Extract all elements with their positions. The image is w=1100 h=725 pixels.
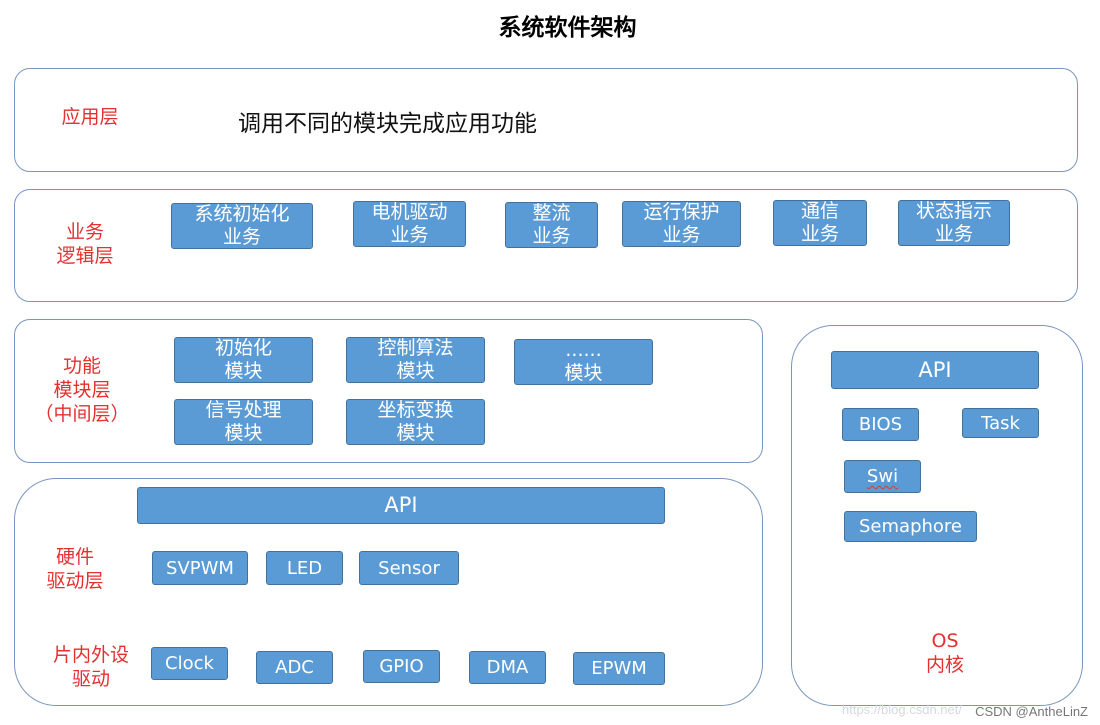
peripheral-driver-label: 片内外设 驱动 [52,644,129,690]
business-logic-layer-label: 业务 逻辑层 [56,221,114,267]
business-box-system-init: 系统初始化业务 [171,203,313,249]
watermark-url: https://blog.csdn.net/ [842,702,962,717]
os-box-bios: BIOS [842,408,919,441]
diagram-title: 系统软件架构 [498,15,637,41]
function-box-coordinate-transform: 坐标变换模块 [346,399,485,445]
periph-box-gpio: GPIO [363,650,440,683]
function-box-control-algorithm: 控制算法模块 [346,337,485,383]
os-box-semaphore: Semaphore [844,511,977,542]
os-box-swi: Swi [844,460,921,493]
business-box-communication: 通信业务 [773,200,867,246]
business-box-status-indicator: 状态指示业务 [898,200,1010,246]
periph-box-dma: DMA [469,651,546,684]
periph-box-epwm: EPWM [573,652,665,685]
hw-box-sensor: Sensor [359,551,459,585]
business-box-rectifier: 整流业务 [505,202,598,248]
watermark: CSDN @AntheLinZ [975,704,1088,719]
function-box-more: ......模块 [514,339,653,385]
hardware-driver-label: 硬件 驱动层 [46,546,104,592]
os-kernel-label: OS 内核 [925,630,964,676]
os-box-swi-label: Swi [866,466,899,487]
business-box-run-protection: 运行保护业务 [622,201,741,247]
business-box-motor-drive: 电机驱动业务 [353,201,466,247]
hw-box-svpwm: SVPWM [152,551,248,585]
os-box-task: Task [962,408,1039,438]
driver-api-bar: API [137,487,665,524]
application-layer-label: 应用层 [61,106,119,128]
periph-box-adc: ADC [256,651,333,684]
function-box-signal-processing: 信号处理模块 [174,399,313,445]
function-module-layer-label: 功能 模块层 （中间层） [34,355,130,425]
application-layer-description: 调用不同的模块完成应用功能 [238,111,537,137]
periph-box-clock: Clock [151,647,228,680]
os-api-bar: API [831,351,1039,389]
application-layer [14,68,1078,172]
hw-box-led: LED [266,551,343,585]
function-box-init: 初始化模块 [174,337,313,383]
